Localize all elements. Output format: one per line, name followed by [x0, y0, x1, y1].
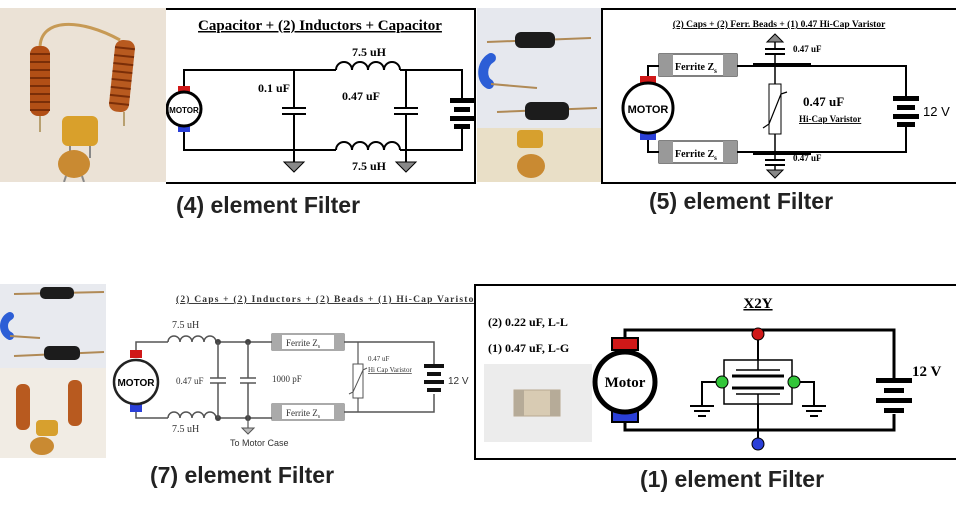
inductor-top	[335, 61, 401, 71]
schematic-1-drawing: X2Y (2) 0.22 uF, L-L (1) 0.47 uF, L-G Mo…	[484, 296, 941, 451]
motor-label: Motor	[605, 375, 646, 391]
ground-left	[282, 161, 306, 173]
ground-left	[690, 405, 714, 417]
motor-symbol	[112, 358, 160, 406]
caption-7-element: (7) element Filter	[150, 462, 335, 488]
battery-symbol	[876, 378, 912, 413]
cap-left-label: 0.1 uF	[258, 81, 290, 95]
motor-label: MOTOR	[169, 106, 199, 115]
motor-label: MOTOR	[628, 104, 669, 116]
spec-line-2: (1) 0.47 uF, L-G	[488, 341, 569, 355]
x2y-node-right	[787, 375, 801, 389]
varistor-value: 0.47 uF	[803, 94, 844, 109]
schematic-5-drawing: (2) Caps + (2) Ferr. Beads + (1) 0.47 Hi…	[621, 19, 950, 179]
x2y-node-left	[715, 375, 729, 389]
cap-bottom-label: 0.47 uF	[793, 153, 822, 163]
inductor-bottom	[167, 411, 217, 419]
ferrite-bottom-label: Ferrite Zs	[675, 149, 717, 162]
motor-terminal-red	[130, 350, 142, 358]
schematic-4-element: Capacitor + (2) Inductors + Capacitor MO…	[166, 8, 476, 184]
ind-top-label: 7.5 uH	[352, 45, 387, 59]
ferrite-bottom-label: Ferrite Zs	[286, 408, 321, 420]
ground-top	[765, 33, 785, 43]
schematic-7-title: (2) Caps + (2) Inductors + (2) Beads + (…	[176, 294, 474, 305]
x2y-title: X2Y	[743, 296, 772, 312]
motor-case-label: To Motor Case	[230, 438, 289, 448]
ind-top-label: 7.5 uH	[172, 320, 199, 331]
ground-right	[394, 161, 418, 173]
motor-symbol	[166, 90, 203, 128]
schematic-4-title: Capacitor + (2) Inductors + Capacitor	[198, 18, 442, 34]
ground-right	[802, 405, 826, 417]
ind-bottom-label: 7.5 uH	[352, 159, 387, 173]
schematic-5-element: (2) Caps + (2) Ferr. Beads + (1) 0.47 Hi…	[601, 8, 956, 184]
ground-case	[240, 427, 256, 435]
motor-terminal-blue	[130, 404, 142, 412]
x2y-node-bottom	[751, 437, 765, 451]
cap-top-label: 0.47 uF	[793, 44, 822, 54]
photo-beads-inductors	[0, 284, 106, 458]
battery-symbol	[424, 364, 444, 392]
cap-a-label: 0.47 uF	[176, 376, 204, 386]
beads-inductors-photo-art	[0, 284, 106, 458]
motor-symbol	[592, 349, 658, 415]
caption-4-element: (4) element Filter	[176, 192, 361, 218]
varistor-name: Hi-Cap Varistor	[799, 114, 861, 124]
motor-terminal-red	[611, 337, 639, 351]
spec-line-1: (2) 0.22 uF, L-L	[488, 315, 568, 329]
cap-b-label: 1000 pF	[272, 374, 302, 384]
schematic-1-element: X2Y (2) 0.22 uF, L-L (1) 0.47 uF, L-G Mo…	[474, 284, 956, 460]
x2y-node-top	[751, 327, 765, 341]
motor-terminal-red	[640, 76, 656, 84]
ferrite-top-label: Ferrite Zs	[675, 62, 717, 75]
schematic-5-title: (2) Caps + (2) Ferr. Beads + (1) 0.47 Hi…	[673, 19, 886, 30]
motor-symbol	[621, 81, 675, 135]
motor-terminal-blue	[640, 132, 656, 140]
voltage-label: 12 V	[923, 104, 950, 119]
battery-symbol	[893, 96, 919, 127]
varistor-value: 0.47 uF	[368, 355, 390, 363]
schematic-7-drawing: (2) Caps + (2) Inductors + (2) Beads + (…	[112, 294, 474, 448]
motor-label: MOTOR	[117, 378, 155, 389]
inductor-bottom	[335, 141, 401, 151]
inductor-top	[167, 335, 217, 343]
ground-bottom	[765, 169, 785, 179]
caption-1-element: (1) element Filter	[640, 466, 825, 492]
motor-terminal-blue	[178, 124, 190, 132]
schematic-4-drawing: Capacitor + (2) Inductors + Capacitor MO…	[166, 18, 474, 173]
caption-5-element: (5) element Filter	[649, 188, 834, 214]
voltage-label: 12 V	[448, 376, 469, 387]
cap-mid-label: 0.47 uF	[342, 89, 380, 103]
motor-terminal-red	[178, 86, 190, 94]
battery-symbol	[450, 98, 474, 129]
varistor-name: Hi Cap Varistor	[368, 366, 412, 374]
ferrite-photo-art	[477, 8, 601, 182]
photo-ferrite-beads	[477, 8, 601, 182]
ind-bottom-label: 7.5 uH	[172, 424, 199, 435]
inductor-photo-art	[0, 8, 166, 182]
photo-inductors-capacitors	[0, 8, 166, 182]
voltage-label: 12 V	[912, 364, 941, 380]
ferrite-top-label: Ferrite Zs	[286, 338, 321, 350]
schematic-7-element: (2) Caps + (2) Inductors + (2) Beads + (…	[106, 284, 474, 458]
